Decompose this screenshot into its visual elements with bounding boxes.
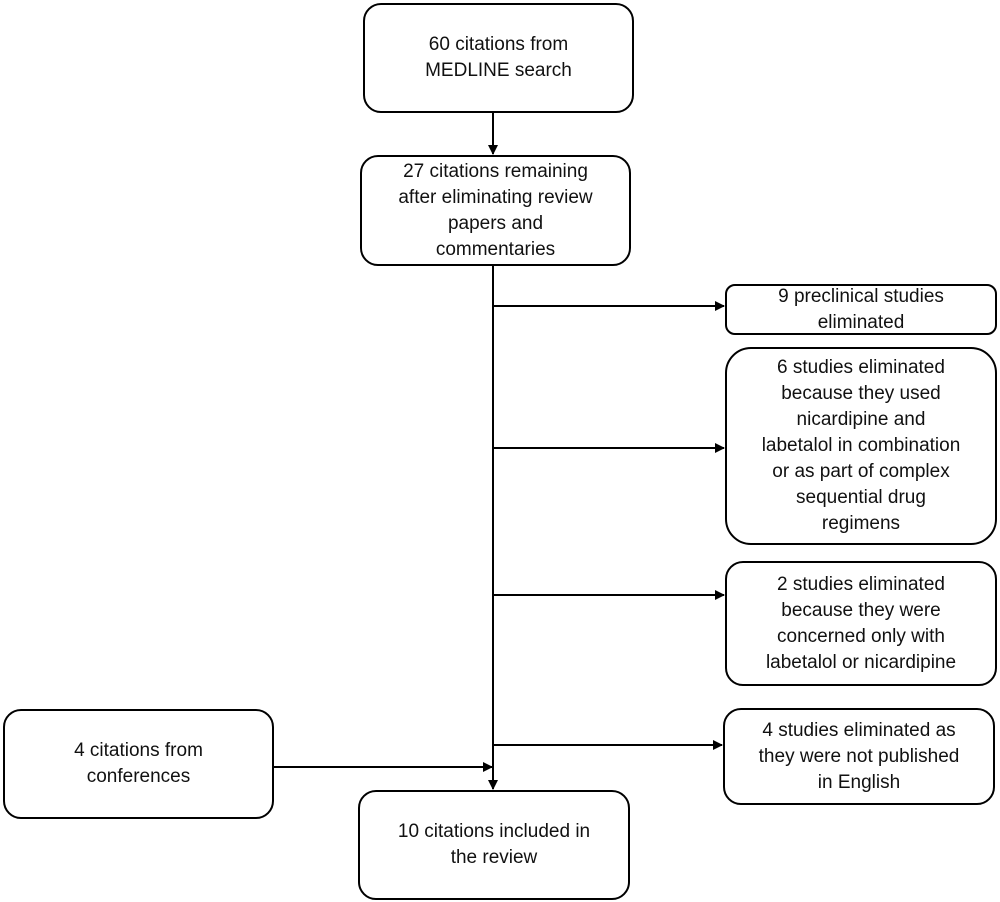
box-not-english-label: 4 studies eliminated as they were not pu… — [758, 719, 960, 793]
box-single-drug-label: 2 studies eliminated because they were c… — [765, 573, 957, 673]
box-medline-label: 60 citations from MEDLINE search — [425, 34, 572, 81]
box-included-citations: 10 citations included in the review — [358, 790, 630, 900]
box-remaining-citations: 27 citations remaining after eliminating… — [360, 155, 631, 266]
box-single-drug-eliminated: 2 studies eliminated because they were c… — [725, 561, 997, 686]
box-conferences-label: 4 citations from conferences — [74, 740, 203, 787]
box-included-label: 10 citations included in the review — [397, 821, 591, 868]
box-combination-eliminated: 6 studies eliminated because they used n… — [725, 347, 997, 545]
box-combination-label: 6 studies eliminated because they used n… — [761, 357, 961, 534]
box-preclinical-eliminated: 9 preclinical studies eliminated — [725, 284, 997, 335]
box-conference-citations: 4 citations from conferences — [3, 709, 274, 819]
box-medline-citations: 60 citations from MEDLINE search — [363, 3, 634, 113]
box-remaining-label: 27 citations remaining after eliminating… — [398, 160, 593, 260]
box-preclinical-label: 9 preclinical studies eliminated — [778, 285, 944, 333]
box-not-english-eliminated: 4 studies eliminated as they were not pu… — [723, 708, 995, 805]
